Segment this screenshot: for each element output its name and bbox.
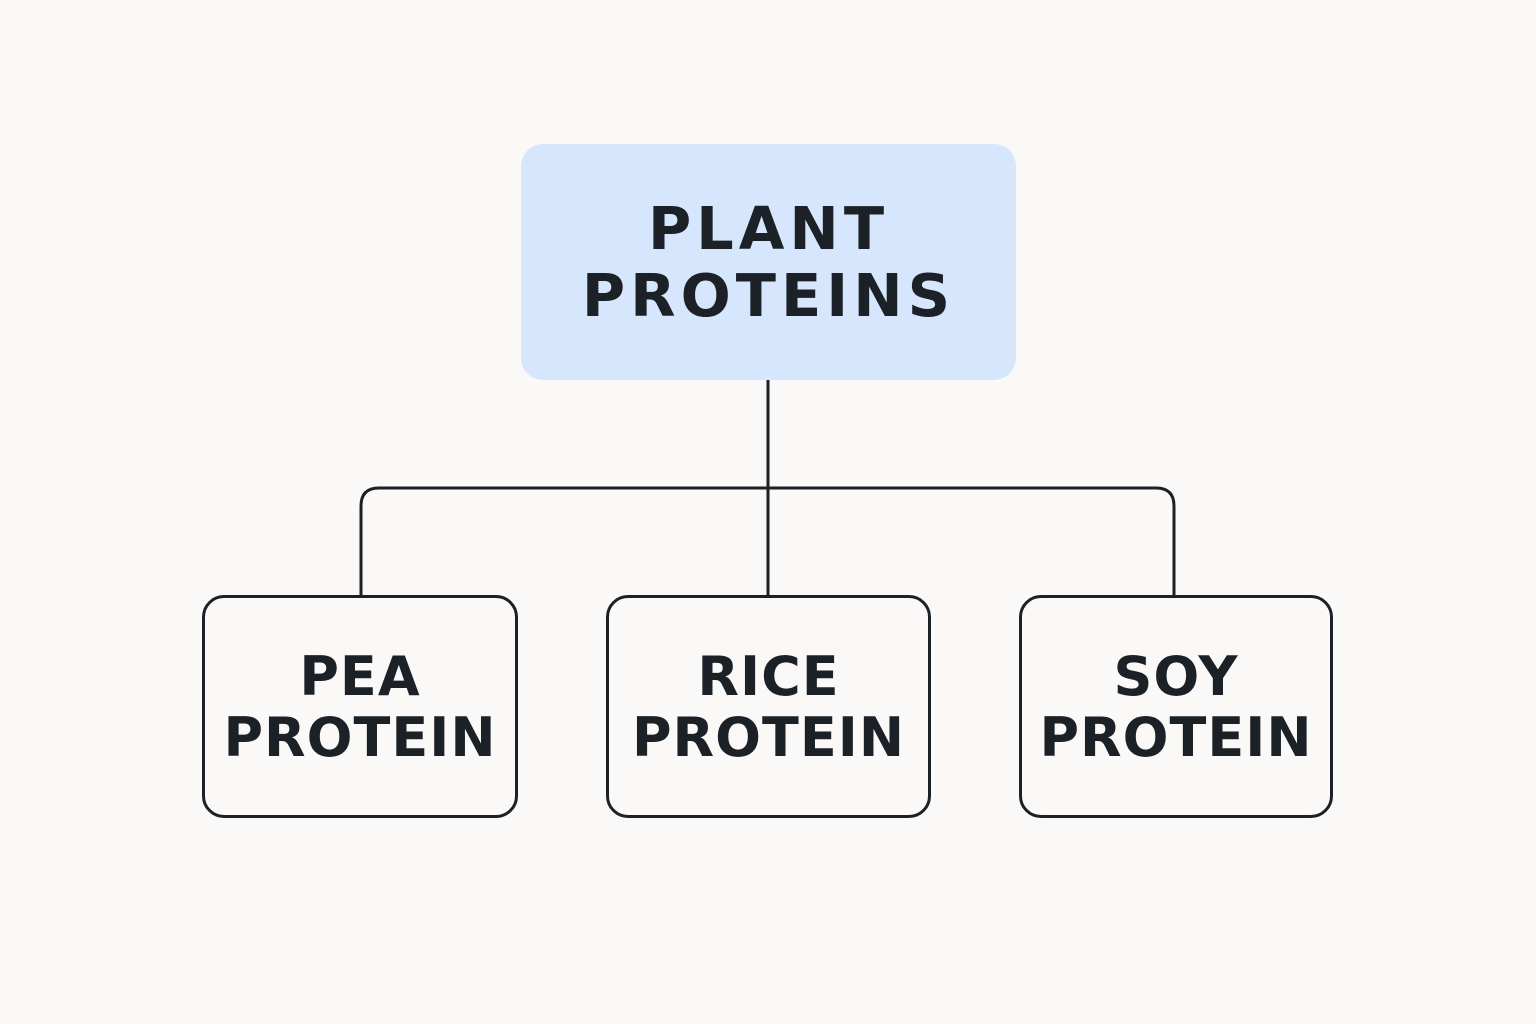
node-pea-protein-line2: PROTEIN [223, 705, 497, 769]
node-rice-protein-line1: RICE [697, 644, 840, 708]
node-soy-protein-line1: SOY [1113, 644, 1239, 708]
node-rice-protein-line2: PROTEIN [631, 705, 906, 769]
node-plant-proteins-line1: PLANT [647, 194, 890, 263]
node-soy-protein-line2: PROTEIN [1039, 705, 1313, 769]
node-rice-protein: RICE PROTEIN [606, 595, 931, 818]
node-plant-proteins: PLANT PROTEINS [521, 144, 1016, 380]
node-plant-proteins-line2: PROTEINS [581, 261, 956, 330]
node-soy-protein: SOY PROTEIN [1019, 595, 1333, 818]
node-pea-protein-line1: PEA [299, 644, 421, 708]
node-pea-protein: PEA PROTEIN [202, 595, 518, 818]
connector-bus-pea-soy [359, 486, 1176, 595]
